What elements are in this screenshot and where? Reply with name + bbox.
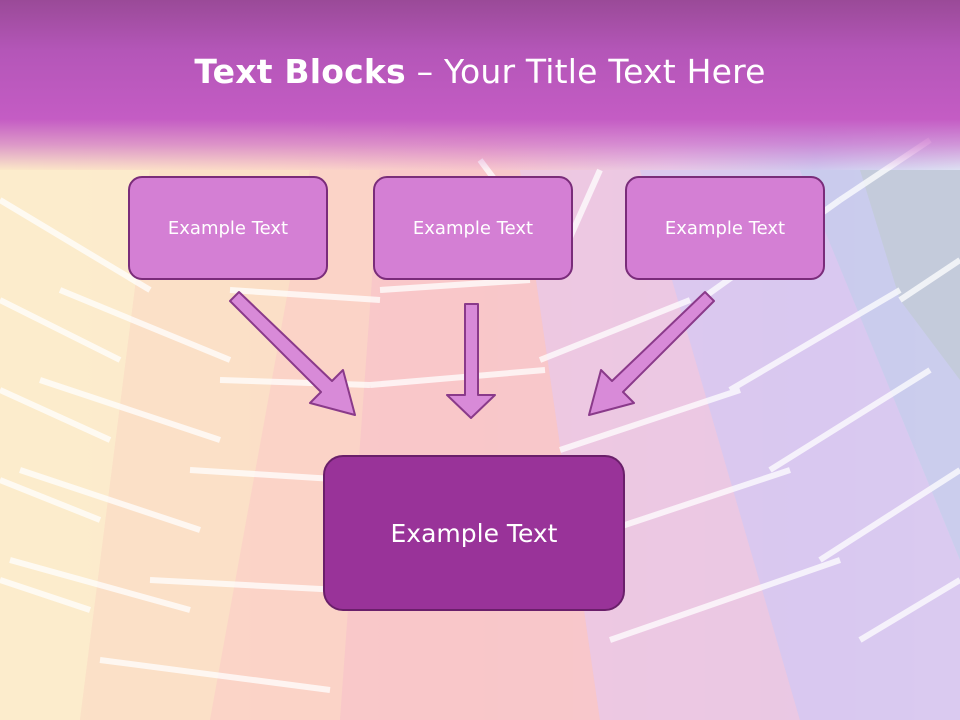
text-block-left[interactable]: Example Text [128, 176, 328, 280]
text-block-bottom[interactable]: Example Text [323, 455, 625, 611]
title-separator: – [405, 52, 444, 91]
arrow-left-diagonal [229, 291, 356, 416]
text-block-middle-label: Example Text [412, 217, 534, 239]
arrow-middle-down [446, 303, 496, 419]
text-block-bottom-label: Example Text [390, 518, 558, 548]
title-bar [0, 0, 960, 170]
text-block-right-label: Example Text [664, 217, 786, 239]
text-block-right[interactable]: Example Text [625, 176, 825, 280]
text-block-middle[interactable]: Example Text [373, 176, 573, 280]
title-rest-part: Your Title Text Here [443, 52, 766, 91]
title-bold-part: Text Blocks [194, 52, 406, 91]
arrow-right-diagonal [588, 291, 715, 416]
slide-title: Text Blocks – Your Title Text Here [0, 52, 960, 91]
text-block-left-label: Example Text [167, 217, 289, 239]
